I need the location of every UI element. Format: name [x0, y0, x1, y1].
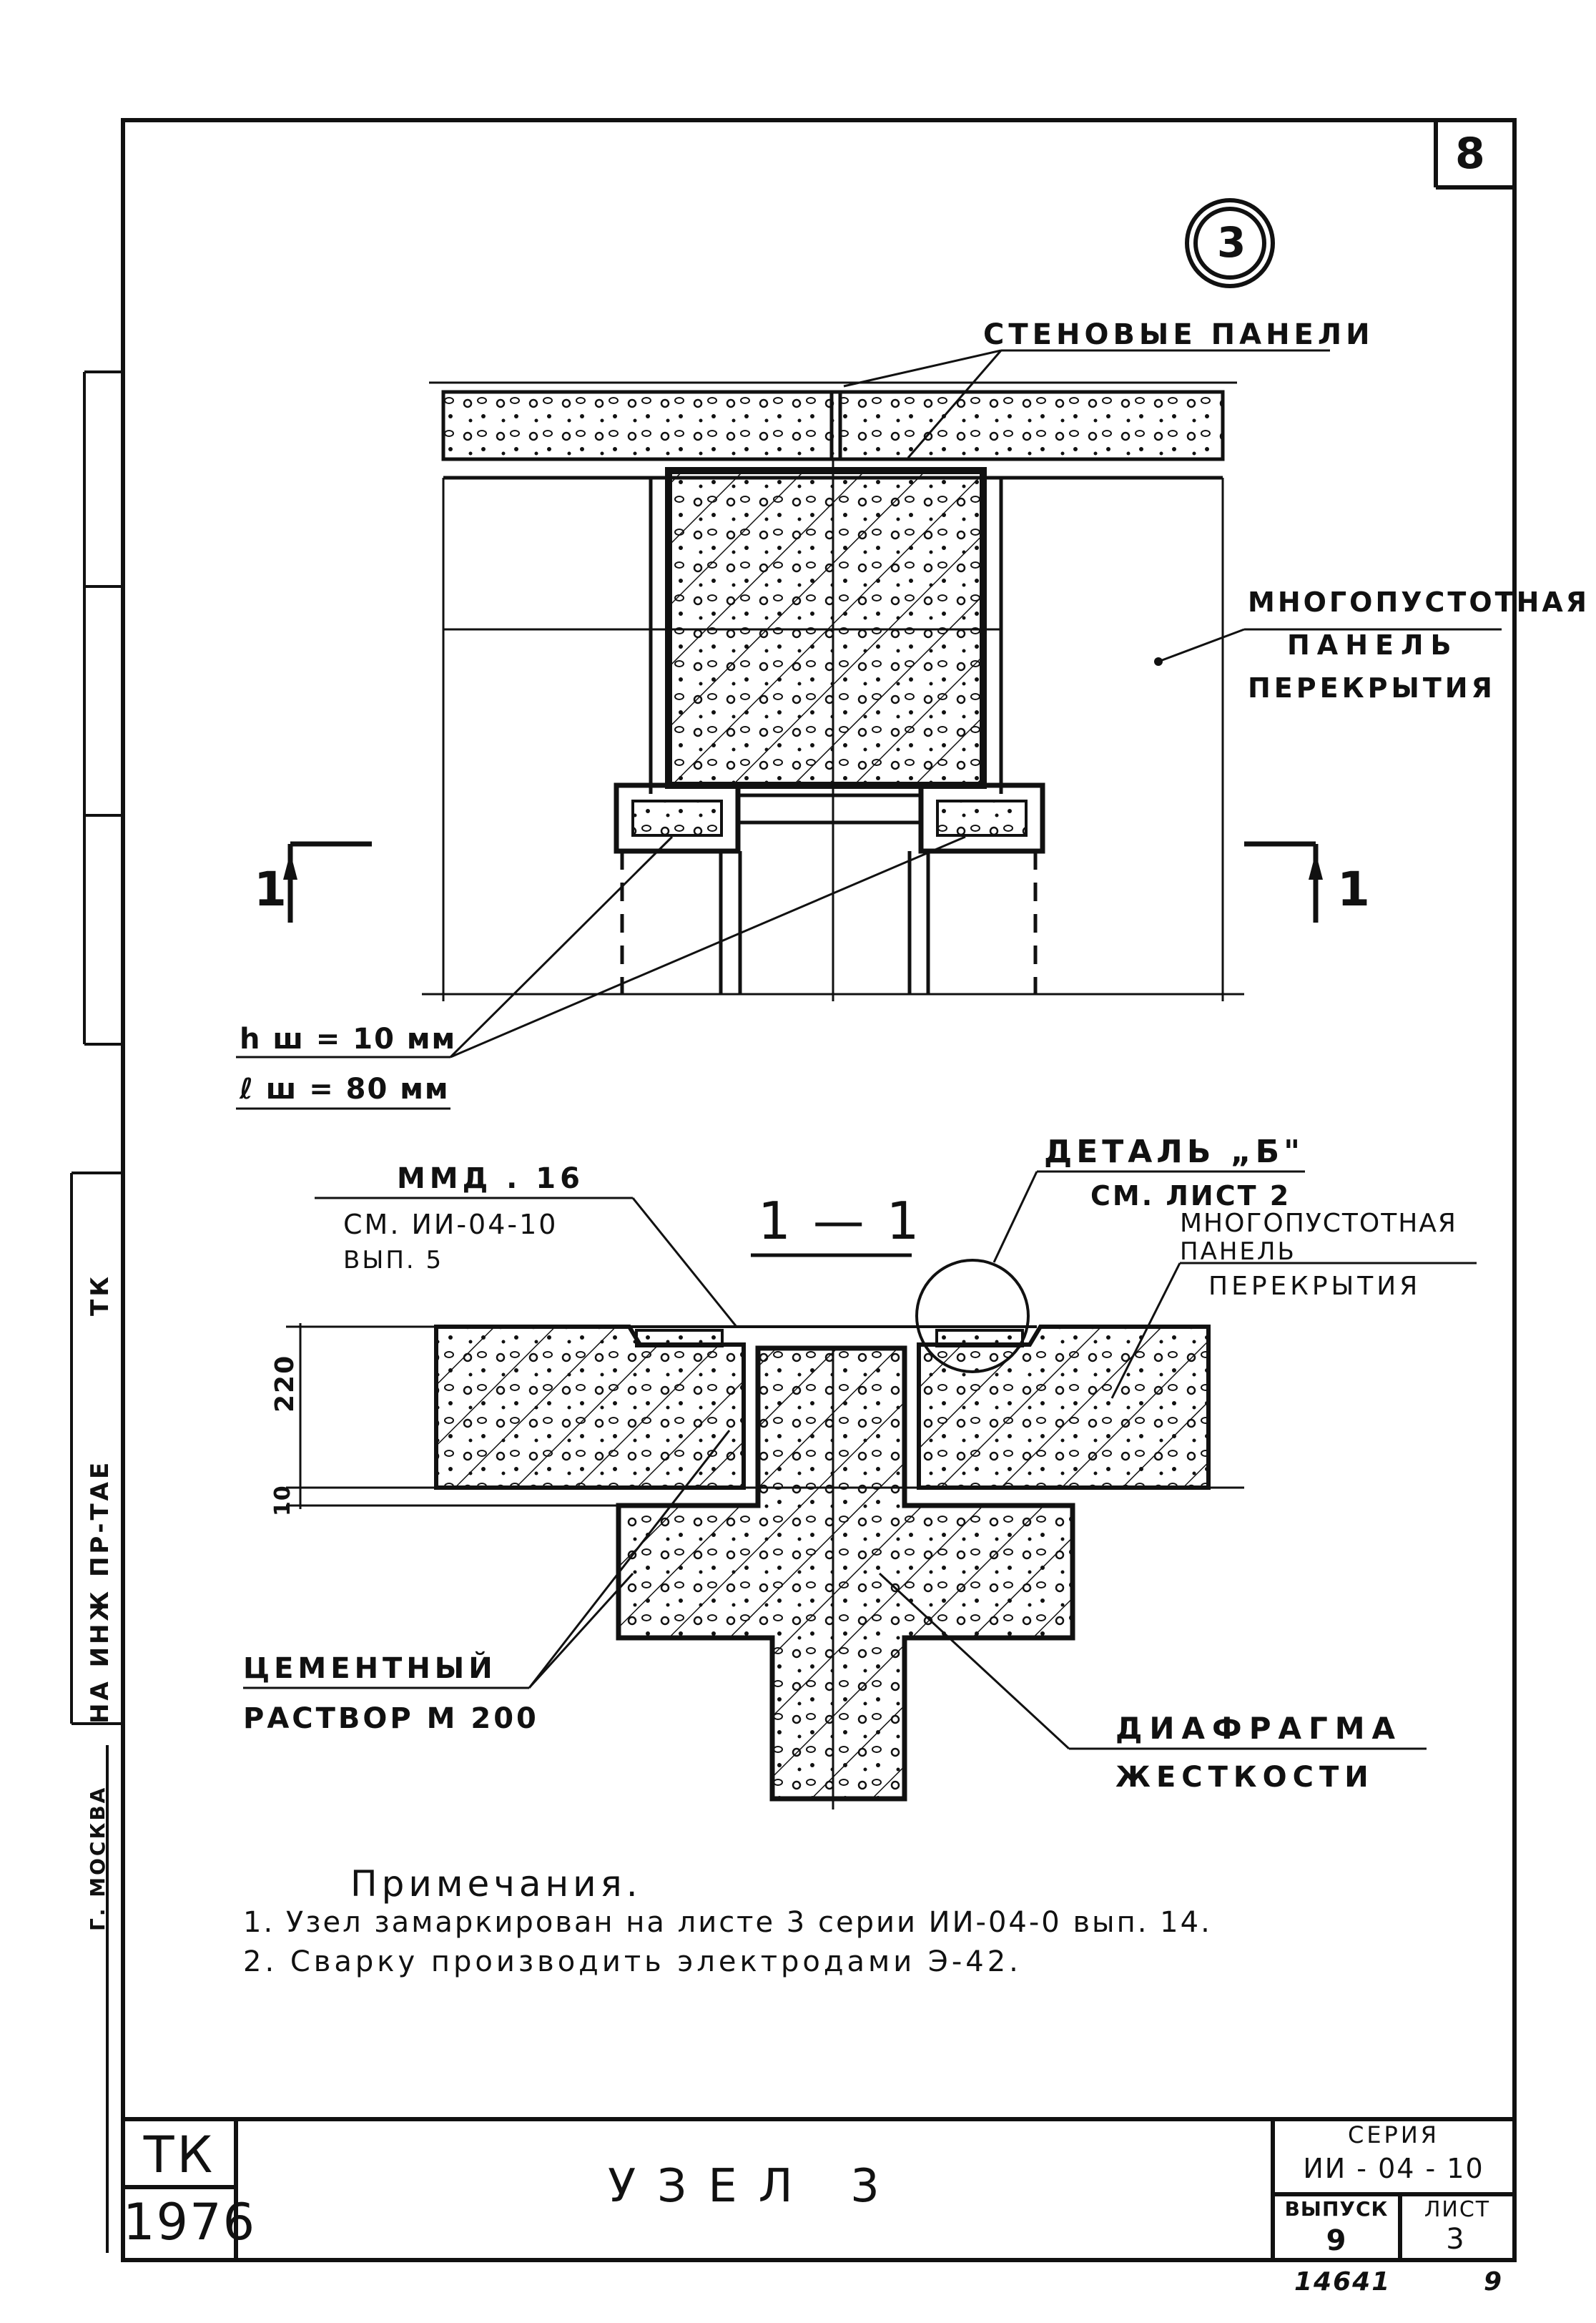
margin-text-2: НА ИНЖ ПР-ТАЕ	[86, 1459, 114, 1724]
node-marker-number: 3	[1217, 218, 1251, 267]
sheet-number: 8	[1455, 129, 1489, 179]
section-hollow-panel-3: ПЕРЕКРЫТИЯ	[1208, 1272, 1422, 1301]
section-view	[243, 1170, 1477, 1809]
margin-text-1: ТК	[86, 1274, 114, 1316]
mmd-ref-2: ВЫП. 5	[343, 1246, 444, 1275]
section-mark-left: 1	[254, 862, 291, 917]
section-title: 1 — 1	[758, 1191, 922, 1251]
notes-title: Примечания.	[350, 1863, 642, 1905]
weld-length-label: ℓ ш = 80 мм	[240, 1073, 450, 1106]
issue-value: 9	[1326, 2224, 1347, 2257]
sheet-value: 3	[1446, 2223, 1469, 2256]
plan-view	[236, 349, 1502, 1110]
page-mark: 9	[1484, 2267, 1507, 2297]
sheet-label: ЛИСТ	[1424, 2197, 1491, 2222]
mortar-label-1: ЦЕМЕНТНЫЙ	[243, 1652, 497, 1685]
margin-text-3: Г. МОСКВА	[86, 1785, 109, 1931]
mmd-label: ММД . 16	[397, 1162, 584, 1195]
title-block-year: 1976	[123, 2193, 257, 2251]
series-value: ИИ - 04 - 10	[1303, 2153, 1484, 2184]
diaphragm-label-2: ЖЕСТКОСТИ	[1115, 1761, 1374, 1794]
note-item-1: 1. Узел замаркирован на листе 3 серии ИИ…	[243, 1906, 1212, 1939]
drawing-title: УЗЕЛ 3	[608, 2160, 901, 2213]
hollow-panel-label-1: МНОГОПУСТОТНАЯ	[1248, 586, 1590, 618]
mortar-label-2: РАСТВОР М 200	[243, 1702, 539, 1735]
detail-ref: СМ. ЛИСТ 2	[1090, 1180, 1291, 1212]
section-hollow-panel-1: МНОГОПУСТОТНАЯ	[1180, 1209, 1457, 1238]
title-block-org: ТК	[143, 2126, 216, 2184]
sheet-frame	[121, 118, 1517, 2262]
hollow-panel-label-2: ПАНЕЛЬ	[1287, 629, 1459, 661]
diaphragm-label-1: ДИАФРАГМА	[1115, 1711, 1403, 1746]
title-block-lines	[123, 2117, 1514, 2260]
section-mark-right: 1	[1337, 862, 1374, 917]
note-item-2: 2. Сварку производить электродами Э-42.	[243, 1945, 1022, 1978]
issue-label: ВЫПУСК	[1284, 2197, 1389, 2221]
hollow-panel-label-3: ПЕРЕКРЫТИЯ	[1248, 672, 1496, 704]
series-label: СЕРИЯ	[1347, 2121, 1440, 2148]
node-marker-circle	[1185, 198, 1275, 288]
wall-panels-label: СТЕНОВЫЕ ПАНЕЛИ	[983, 318, 1374, 351]
inventory-number: 14641	[1294, 2267, 1391, 2297]
detail-label: ДЕТАЛЬ „Б"	[1044, 1134, 1305, 1170]
mmd-ref-1: СМ. ИИ-04-10	[343, 1209, 558, 1240]
left-margin-strip	[70, 370, 123, 2253]
dimension-10: 10	[270, 1485, 295, 1516]
section-hollow-panel-2: ПАНЕЛЬ	[1180, 1237, 1296, 1266]
weld-height-label: h ш = 10 мм	[240, 1023, 457, 1056]
dimension-220: 220	[270, 1354, 300, 1413]
